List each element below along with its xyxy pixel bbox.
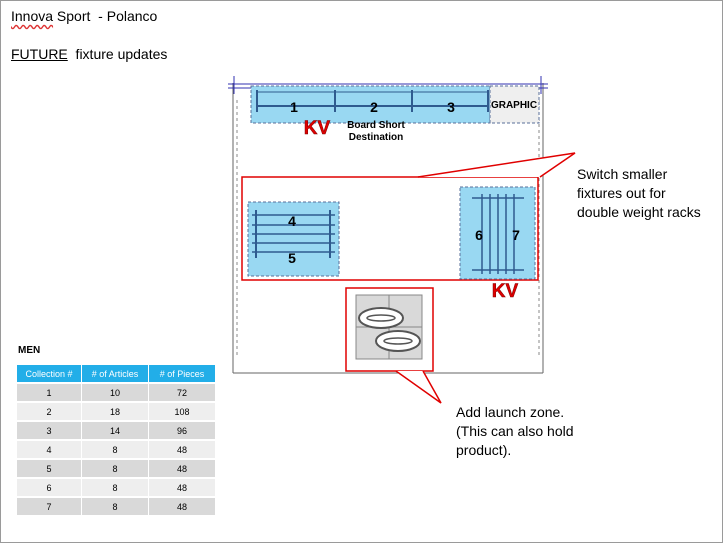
graphic-panel [489, 85, 540, 124]
launch-callout-line-2: (This can also hold [456, 423, 574, 439]
switch-callout: Switch smaller fixtures out for double w… [577, 165, 701, 222]
kv-label-wall: KV [304, 118, 331, 139]
men-collection-table: Collection # # of Articles # of Pieces 1… [16, 363, 216, 517]
table-row: 3 14 96 [17, 422, 215, 439]
col-pieces: # of Pieces [149, 365, 215, 382]
launch-callout: Add launch zone. (This can also hold pro… [456, 403, 574, 460]
destination-label: Destination [349, 132, 403, 143]
table-cell: 4 [17, 441, 81, 458]
table-cell: 6 [17, 479, 81, 496]
table-row: 6 8 48 [17, 479, 215, 496]
table-cell: 8 [82, 460, 148, 477]
brand-name: Innova [11, 8, 54, 24]
wall-fixture-3-label: 3 [447, 99, 455, 115]
table-row: 7 8 48 [17, 498, 215, 515]
table-cell: 18 [82, 403, 148, 420]
graphic-label: GRAPHIC [491, 100, 537, 111]
subtitle-future: FUTURE [11, 46, 68, 62]
title-store: Sport - Polanco [53, 8, 158, 24]
table-cell: 48 [149, 479, 215, 496]
subtitle-rest: fixture updates [67, 46, 168, 62]
table-cell: 8 [82, 479, 148, 496]
men-table-title: MEN [18, 345, 41, 356]
table-row: 2 18 108 [17, 403, 215, 420]
rack-6-label: 6 [475, 227, 483, 243]
table-cell: 48 [149, 498, 215, 515]
page-title: Innova Sport - Polanco [11, 8, 157, 24]
table-cell: 14 [82, 422, 148, 439]
col-articles: # of Articles [82, 365, 148, 382]
table-cell: 48 [149, 441, 215, 458]
wall-fixture-1-label: 1 [290, 99, 298, 115]
table-cell: 5 [17, 460, 81, 477]
launch-callout-pointer [395, 370, 442, 404]
rack-7-label: 7 [512, 227, 520, 243]
table-cell: 96 [149, 422, 215, 439]
board-short-label: Board Short [347, 120, 405, 131]
table-cell: 1 [17, 384, 81, 401]
table-header-row: Collection # # of Articles # of Pieces [17, 365, 215, 382]
racks-highlight-box [241, 176, 539, 281]
table-cell: 7 [17, 498, 81, 515]
table-cell: 8 [82, 441, 148, 458]
table-row: 1 10 72 [17, 384, 215, 401]
table-row: 5 8 48 [17, 460, 215, 477]
switch-callout-line-2: fixtures out for [577, 185, 666, 201]
table-cell: 48 [149, 460, 215, 477]
launch-callout-line-3: product). [456, 442, 512, 458]
switch-callout-line-3: double weight racks [577, 204, 701, 220]
launch-callout-line-1: Add launch zone. [456, 404, 565, 420]
rack-5-label: 5 [288, 250, 296, 266]
wall-fixture-2-label: 2 [370, 99, 378, 115]
switch-callout-line-1: Switch smaller [577, 166, 668, 182]
table-cell: 108 [149, 403, 215, 420]
table-cell: 8 [82, 498, 148, 515]
table-cell: 3 [17, 422, 81, 439]
kv-label-rack: KV [492, 281, 519, 302]
switch-callout-pointer [417, 152, 576, 178]
table-row: 4 8 48 [17, 441, 215, 458]
table-cell: 2 [17, 403, 81, 420]
rack-4-label: 4 [288, 213, 296, 229]
launch-zone-highlight [345, 287, 434, 372]
table-cell: 10 [82, 384, 148, 401]
table-cell: 72 [149, 384, 215, 401]
col-collection: Collection # [17, 365, 81, 382]
page-subtitle: FUTURE fixture updates [11, 46, 167, 62]
